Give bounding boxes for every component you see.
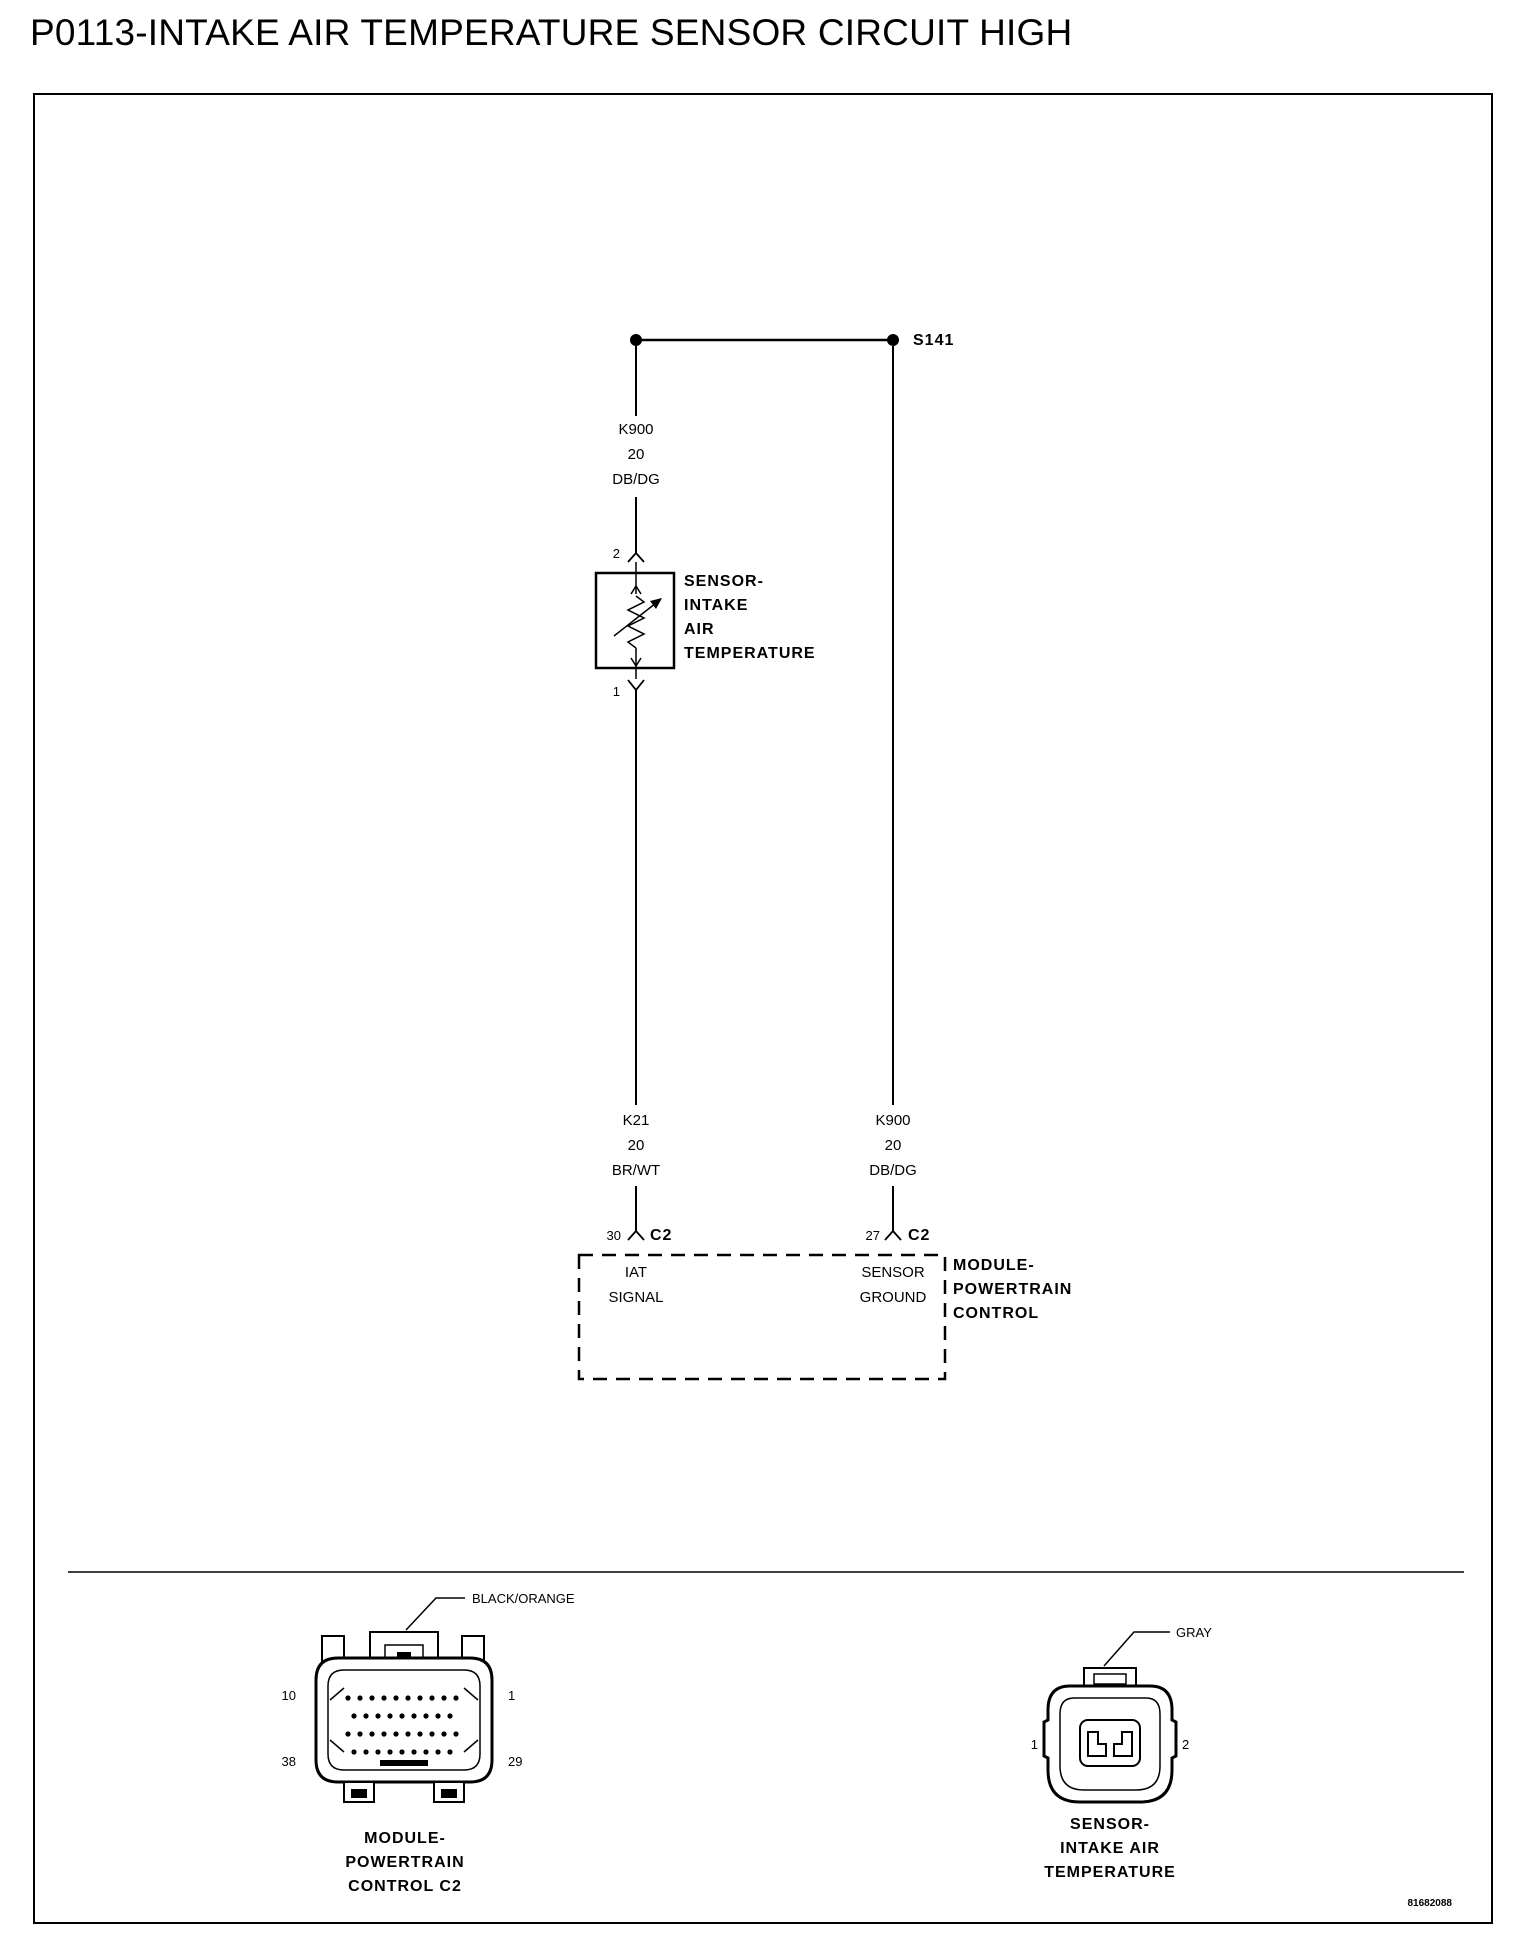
cavity-number-label: 29 — [508, 1754, 522, 1769]
sensor-label-line: AIR — [684, 621, 715, 638]
wire-circuit-label: K21 — [623, 1112, 650, 1129]
cavity-number-label: 1 — [1031, 1737, 1038, 1752]
wire-circuit-label: K900 — [618, 421, 653, 438]
connector-caption-line: TEMPERATURE — [1044, 1864, 1176, 1881]
module-label-line: POWERTRAIN — [953, 1281, 1072, 1298]
module-terminal-label: IAT — [625, 1264, 647, 1281]
pin-chevron — [884, 1229, 902, 1241]
splice-node-s141 — [887, 334, 899, 346]
connector-caption-line: MODULE- — [364, 1830, 446, 1847]
wire-gauge-label: 20 — [628, 446, 645, 463]
pin-cavities — [345, 1695, 459, 1755]
splice-label: S141 — [913, 332, 954, 349]
splice-node-left — [630, 334, 642, 346]
cavity-number-label: 10 — [282, 1688, 296, 1703]
module-label-line: MODULE- — [953, 1257, 1035, 1274]
connector-caption-line: INTAKE AIR — [1060, 1840, 1160, 1857]
pcm-c2-connector-view: BLACK/ORANGE 10 1 38 29 MOD — [282, 1591, 575, 1895]
module-connector-label: C2 — [650, 1227, 672, 1244]
wire-color-label: BR/WT — [612, 1162, 660, 1179]
connector-caption-line: POWERTRAIN — [345, 1854, 464, 1871]
module-connector-label: C2 — [908, 1227, 930, 1244]
module-label-line: CONTROL — [953, 1305, 1039, 1322]
module-terminal-label: GROUND — [860, 1289, 927, 1306]
thermistor-icon — [613, 562, 662, 679]
module-terminal-label: SENSOR — [861, 1264, 925, 1281]
wire-circuit-label: K900 — [875, 1112, 910, 1129]
page-title: P0113-INTAKE AIR TEMPERATURE SENSOR CIRC… — [30, 12, 1073, 53]
module-pin-label: 27 — [866, 1228, 880, 1243]
connector-color-label: BLACK/ORANGE — [472, 1591, 575, 1606]
pin-chevron — [627, 1229, 645, 1241]
connector-caption-line: SENSOR- — [1070, 1816, 1150, 1833]
wire-color-label: DB/DG — [869, 1162, 917, 1179]
pin-chevron — [627, 679, 645, 692]
wire-color-label: DB/DG — [612, 471, 660, 488]
wire-gauge-label: 20 — [628, 1137, 645, 1154]
pin-chevron — [627, 551, 645, 563]
cavity-number-label: 1 — [508, 1688, 515, 1703]
sensor-pin-label: 1 — [613, 684, 620, 699]
cavity-number-label: 2 — [1182, 1737, 1189, 1752]
module-pin-label: 30 — [607, 1228, 621, 1243]
diagram-frame — [33, 93, 1493, 1924]
module-terminal-label: SIGNAL — [608, 1289, 663, 1306]
iat-sensor-connector-view: GRAY 1 2 SENSOR- INTAKE AIR TEMPERATURE — [1031, 1625, 1212, 1881]
sensor-label-line: TEMPERATURE — [684, 645, 816, 662]
connector-color-label: GRAY — [1176, 1625, 1212, 1640]
leader-line — [1103, 1631, 1170, 1667]
figure-id: 81682088 — [1408, 1898, 1453, 1909]
cavity-number-label: 38 — [282, 1754, 296, 1769]
sensor-label-line: SENSOR- — [684, 573, 764, 590]
leader-line — [405, 1597, 465, 1631]
connector-caption-line: CONTROL C2 — [348, 1878, 462, 1895]
pcm-module-box — [577, 1253, 947, 1381]
wire-gauge-label: 20 — [885, 1137, 902, 1154]
sensor-label-line: INTAKE — [684, 597, 748, 614]
sensor-pin-label: 2 — [613, 546, 620, 561]
